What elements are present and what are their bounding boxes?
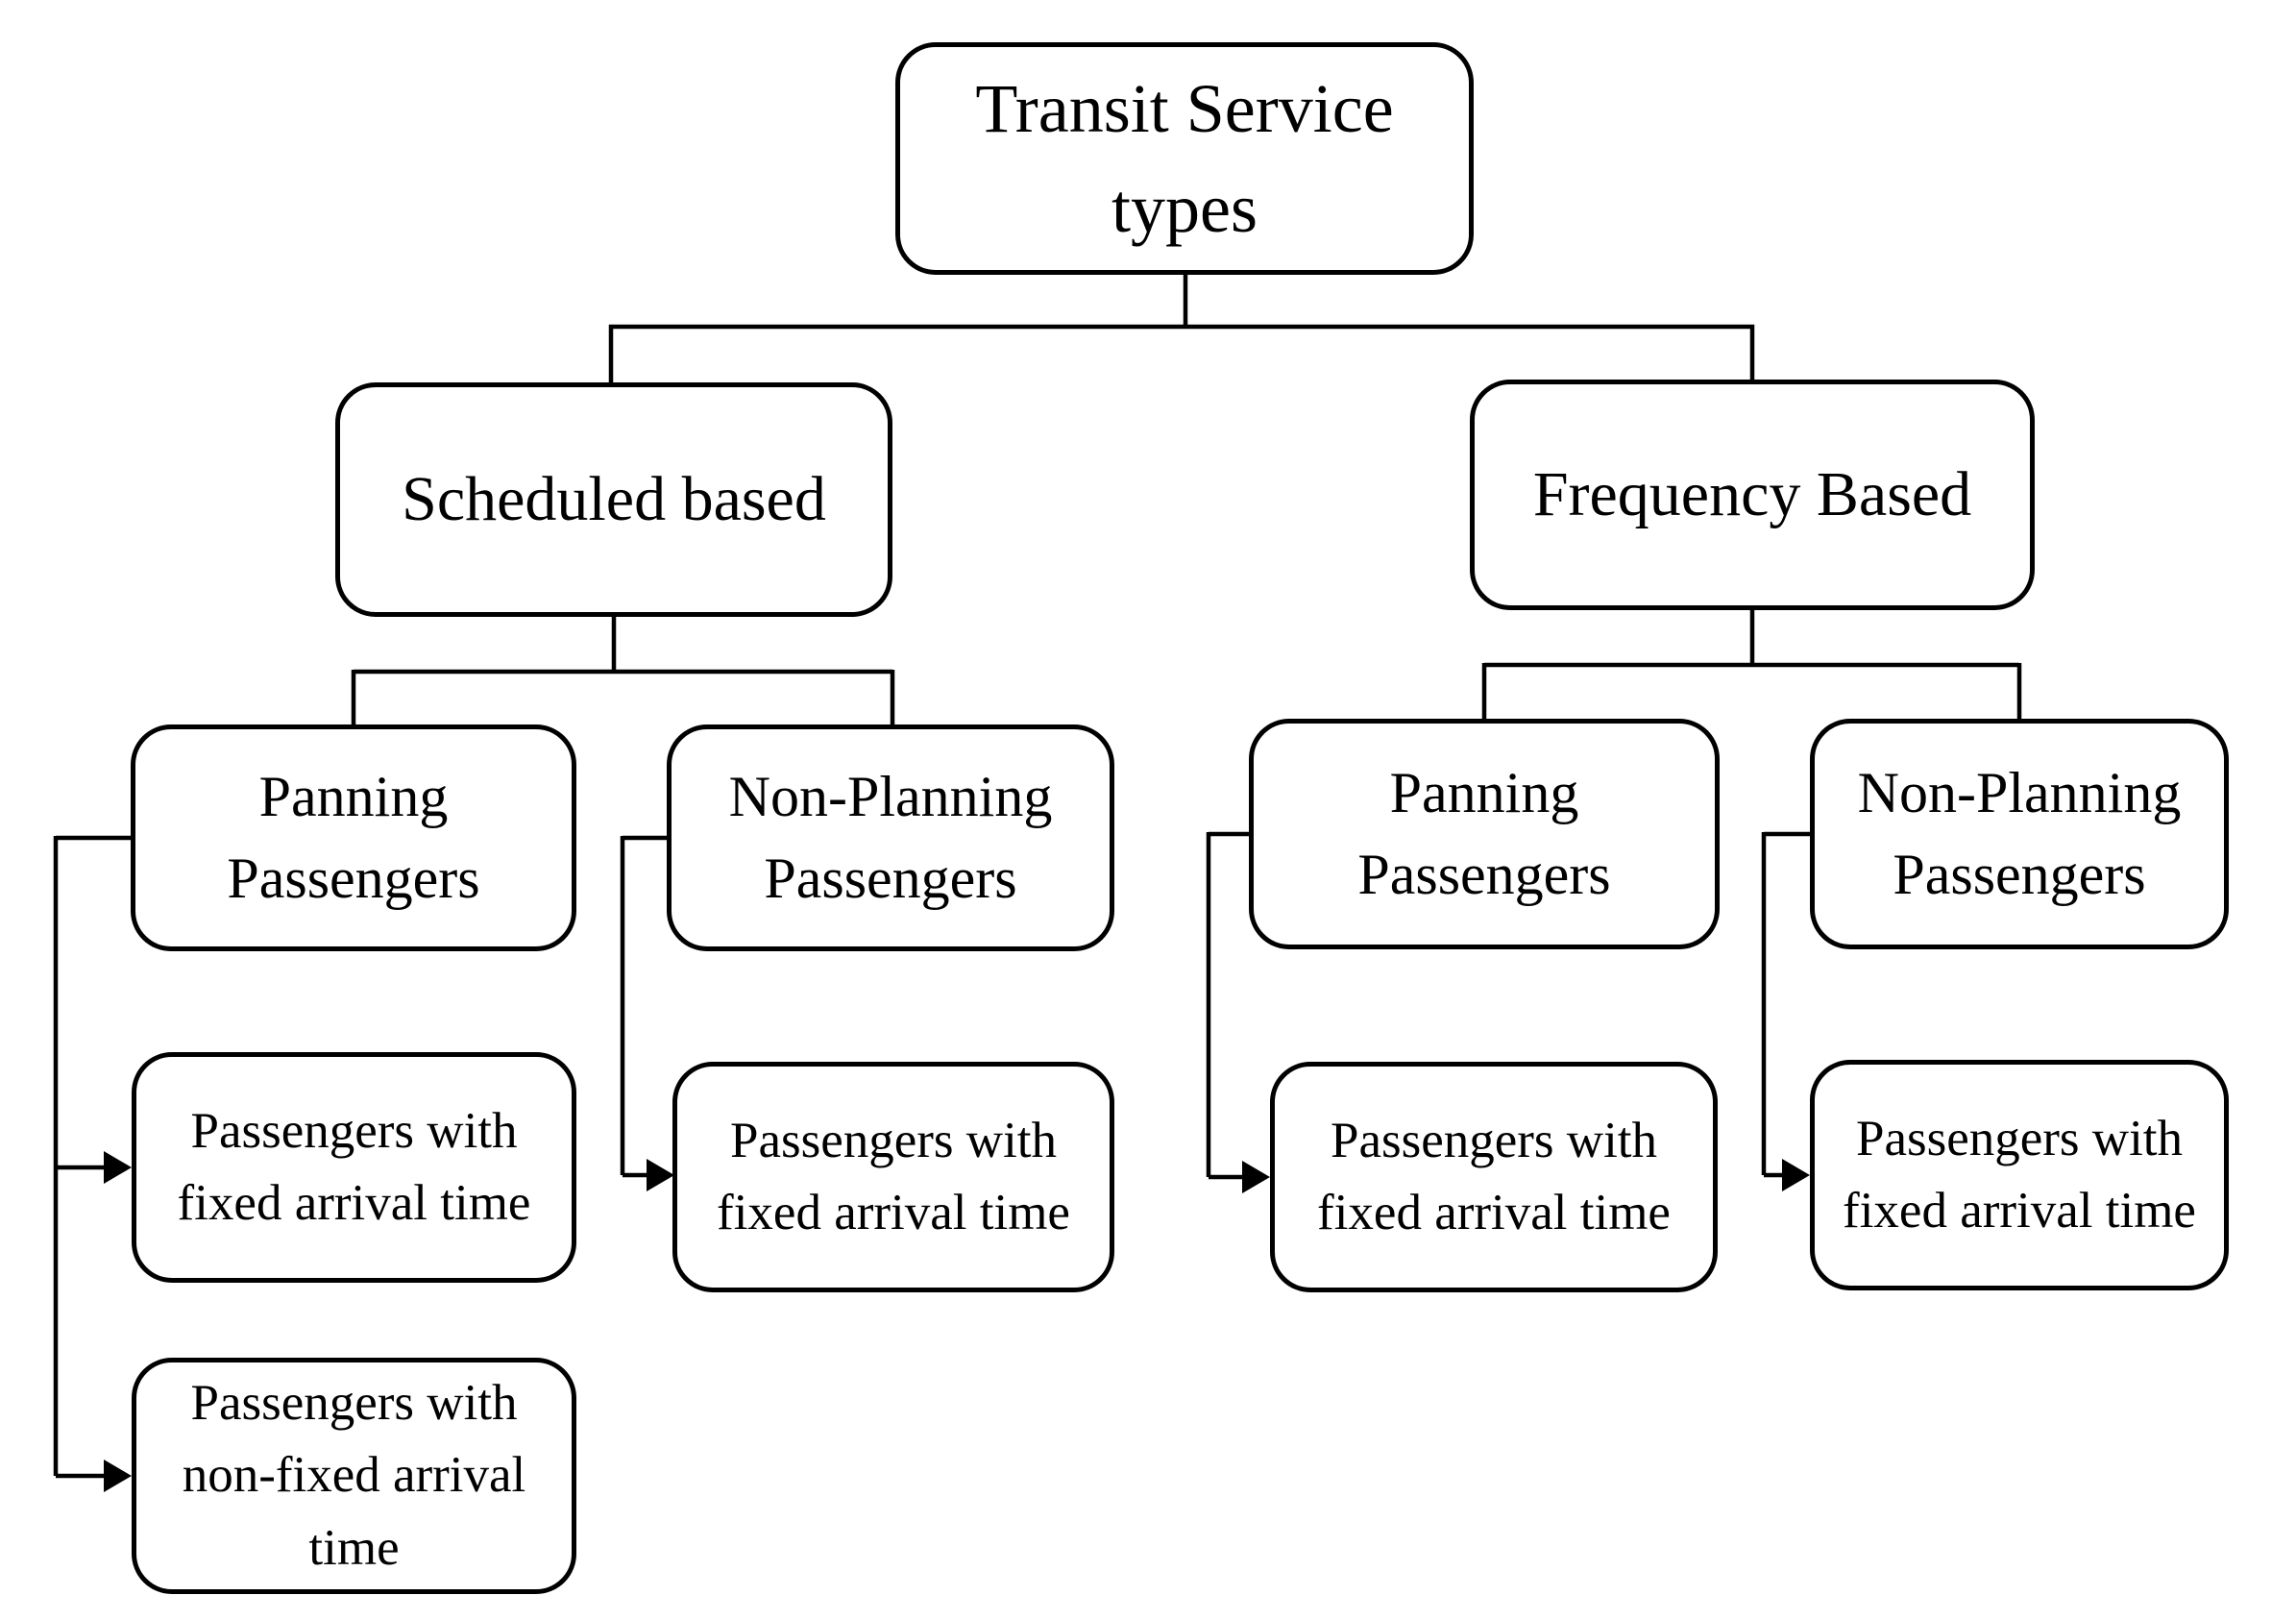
- arrowhead: [1782, 1159, 1810, 1191]
- node-label-line: Panning: [258, 764, 449, 828]
- node-label-line: types: [1111, 170, 1258, 247]
- node-scheduled-based: Scheduled based: [335, 382, 892, 617]
- node-label-line: non-fixed arrival: [182, 1447, 526, 1504]
- node-label-line: Passengers: [764, 847, 1017, 910]
- edge-sched-nonplanning-to-leaf: [620, 835, 671, 1178]
- node-freq-nonplanning-fixed-arrival: Passengers with fixed arrival time: [1810, 1060, 2229, 1290]
- node-label-line: Passengers: [227, 847, 480, 910]
- node-frequency-panning-passengers: Panning Passengers: [1249, 719, 1720, 949]
- arrowhead: [647, 1159, 674, 1191]
- edge-frequency-to-children: [1481, 608, 2022, 721]
- arrowhead: [104, 1151, 132, 1184]
- node-label-line: fixed arrival time: [717, 1185, 1070, 1240]
- node-sched-planning-fixed-arrival: Passengers with fixed arrival time: [132, 1052, 576, 1283]
- node-label-line: fixed arrival time: [1317, 1185, 1671, 1240]
- node-label-line: Panning: [1389, 760, 1579, 824]
- node-scheduled-panning-passengers: Panning Passengers: [131, 724, 576, 951]
- node-label-line: Passengers: [1357, 843, 1611, 906]
- node-label-line: fixed arrival time: [177, 1175, 531, 1231]
- node-sched-nonplanning-fixed-arrival: Passengers with fixed arrival time: [672, 1062, 1114, 1292]
- node-sched-planning-nonfixed-arrival: Passengers with non-fixed arrival time: [132, 1358, 576, 1594]
- node-label-line: Passengers: [1893, 843, 2146, 906]
- node-label-line: Passengers with: [1330, 1112, 1658, 1168]
- node-label-line: Passengers with: [1855, 1110, 2184, 1166]
- node-label-line: Frequency Based: [1532, 459, 1972, 530]
- node-label-line: time: [308, 1519, 400, 1576]
- node-label-line: Non-Planning: [728, 764, 1053, 828]
- edge-freq-planning-to-leaf: [1206, 831, 1253, 1180]
- node-label-line: Non-Planning: [1857, 760, 2182, 824]
- node-label-line: fixed arrival time: [1843, 1183, 2196, 1239]
- node-transit-service-types: Transit Service types: [895, 42, 1474, 275]
- node-frequency-based: Frequency Based: [1470, 380, 2035, 610]
- node-label-line: Transit Service: [975, 69, 1394, 147]
- node-label-line: Passengers with: [190, 1102, 518, 1159]
- edge-root-to-level2: [608, 275, 1755, 384]
- node-label-line: Scheduled based: [402, 464, 826, 535]
- node-scheduled-non-planning-passengers: Non-Planning Passengers: [667, 724, 1114, 951]
- node-frequency-non-planning-passengers: Non-Planning Passengers: [1810, 719, 2229, 949]
- edge-scheduled-to-children: [351, 615, 895, 726]
- edge-sched-planning-to-leaves: [53, 835, 134, 1479]
- arrowhead: [104, 1460, 132, 1492]
- arrowhead: [1242, 1161, 1270, 1193]
- node-label-line: Passengers with: [190, 1375, 518, 1432]
- edge-freq-nonplanning-to-leaf: [1761, 831, 1814, 1178]
- node-label-line: Passengers with: [729, 1112, 1058, 1168]
- node-freq-planning-fixed-arrival: Passengers with fixed arrival time: [1270, 1062, 1718, 1292]
